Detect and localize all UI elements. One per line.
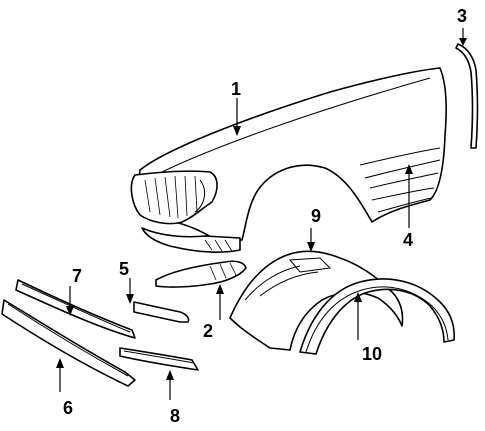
callout-7: 7 xyxy=(72,266,82,286)
side-rail-part xyxy=(119,347,199,371)
lower-rail-part xyxy=(1,299,136,387)
callout-5: 5 xyxy=(119,259,129,279)
upper-rail-part xyxy=(15,279,136,339)
callout-2: 2 xyxy=(203,321,213,341)
bracket-part xyxy=(133,301,190,323)
callout-1: 1 xyxy=(231,79,241,99)
callout-9: 9 xyxy=(311,206,321,226)
callout-8: 8 xyxy=(170,406,180,426)
wheelhouse-liner-part xyxy=(229,250,404,351)
arch-liner-part xyxy=(299,278,455,355)
callout-3: 3 xyxy=(457,6,467,26)
filler-panel-part xyxy=(155,260,247,288)
headlamp-area xyxy=(130,170,218,225)
callout-10: 10 xyxy=(362,344,382,364)
callout-leaders xyxy=(56,28,467,400)
trim-strip-part xyxy=(455,43,479,149)
callout-4: 4 xyxy=(403,230,413,250)
callout-6: 6 xyxy=(63,398,73,418)
lower-front-panel xyxy=(141,227,241,253)
